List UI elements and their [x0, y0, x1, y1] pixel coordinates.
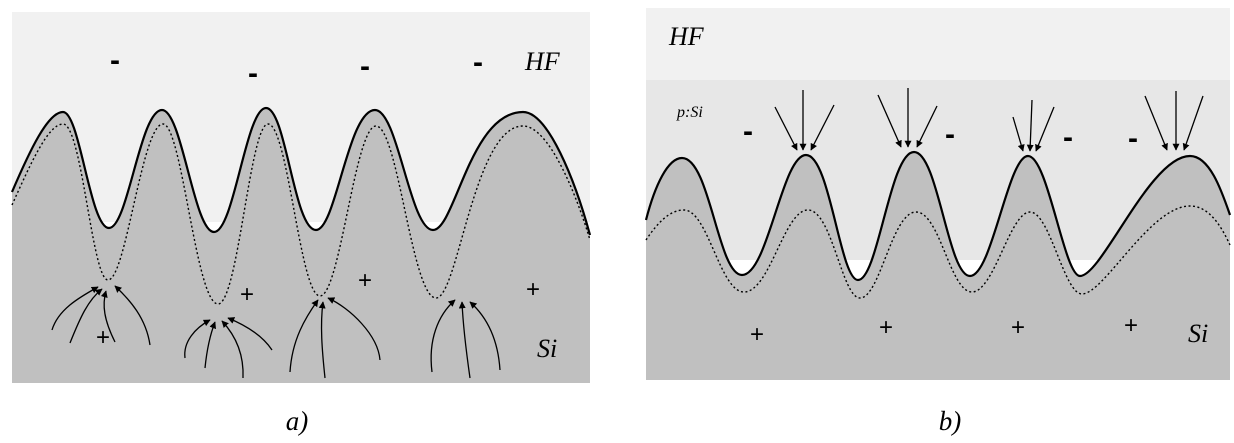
plus-sign: +	[1124, 312, 1138, 339]
plus-sign: +	[879, 314, 893, 341]
panel-b: - - - - + + + + HF p:Si Si b)	[644, 8, 1232, 436]
ion-arrow	[774, 106, 798, 151]
field-line	[327, 297, 381, 361]
depletion-boundary-b	[645, 205, 1231, 299]
ion-arrows-b	[774, 88, 1204, 152]
field-line	[184, 319, 211, 359]
minus-sign: -	[360, 50, 370, 83]
caption-b: b)	[939, 406, 962, 436]
minus-sign: -	[473, 46, 483, 79]
field-line	[458, 301, 471, 379]
hf-label-a: HF	[524, 47, 561, 76]
plus-sign: +	[526, 276, 540, 303]
p-si-label-b: p:Si	[676, 104, 703, 121]
caption-a: a)	[286, 406, 309, 436]
field-line	[289, 299, 319, 373]
plus-sign: +	[750, 321, 764, 348]
ion-arrow	[810, 104, 835, 151]
minus-sign: -	[110, 44, 120, 77]
field-line	[430, 299, 456, 373]
minus-charges-a: - - - -	[110, 44, 483, 90]
si-substrate-a	[12, 108, 590, 383]
ion-arrow	[1144, 95, 1168, 151]
si-label-b: Si	[1188, 319, 1208, 348]
field-line	[204, 321, 217, 369]
field-line	[100, 290, 116, 343]
minus-sign: -	[945, 118, 955, 151]
field-line	[221, 320, 244, 379]
plus-sign: +	[1011, 314, 1025, 341]
ion-arrow	[1012, 116, 1025, 152]
etch-front-a	[10, 106, 592, 236]
plus-sign: +	[358, 267, 372, 294]
ion-arrow	[1035, 106, 1055, 152]
field-line	[469, 301, 501, 371]
si-substrate-b	[646, 152, 1230, 380]
hf-label-b: HF	[668, 22, 705, 51]
si-label-a: Si	[537, 334, 557, 363]
ion-arrow	[877, 94, 902, 148]
ion-arrow	[1026, 99, 1034, 152]
ion-arrow	[1182, 95, 1204, 151]
minus-charges-b: - - - -	[743, 115, 1138, 155]
field-line	[69, 288, 103, 344]
field-line	[318, 301, 326, 379]
field-lines-a	[51, 285, 501, 379]
panel-a: - - - - + + + + HF Si a)	[10, 12, 592, 436]
field-line	[51, 286, 99, 331]
plus-charges-b: + + + +	[750, 312, 1138, 348]
minus-sign: -	[248, 57, 258, 90]
ion-arrow	[916, 105, 938, 148]
minus-sign: -	[743, 115, 753, 148]
plus-charges-a: + + + +	[96, 267, 540, 351]
minus-sign: -	[1063, 121, 1073, 154]
plus-sign: +	[96, 324, 110, 351]
field-line	[227, 317, 273, 351]
etch-front-b	[644, 150, 1232, 282]
plus-sign: +	[240, 281, 254, 308]
minus-sign: -	[1128, 122, 1138, 155]
field-line	[114, 285, 151, 346]
